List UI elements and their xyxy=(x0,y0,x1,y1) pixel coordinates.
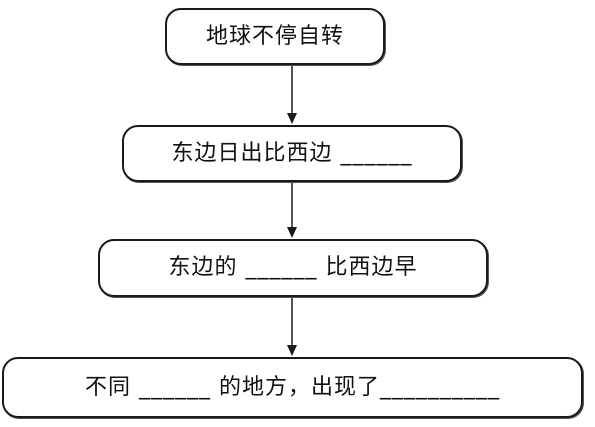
node-east-sunrise: 东边日出比西边 ______ xyxy=(122,125,462,182)
arrow-2-to-3 xyxy=(287,183,297,238)
node-3-text: 东边的 ______ 比西边早 xyxy=(168,255,418,280)
node-1-text: 地球不停自转 xyxy=(205,23,344,49)
node-different-places: 不同 ______ 的地方，出现了__________ xyxy=(2,357,583,418)
node-4-text: 不同 ______ 的地方，出现了__________ xyxy=(85,374,500,400)
arrow-3-to-4 xyxy=(287,298,297,356)
node-earth-rotation: 地球不停自转 xyxy=(165,8,385,65)
arrow-1-to-2 xyxy=(287,66,297,124)
node-east-earlier: 东边的 ______ 比西边早 xyxy=(98,239,488,297)
node-2-text: 东边日出比西边 ______ xyxy=(171,140,413,166)
